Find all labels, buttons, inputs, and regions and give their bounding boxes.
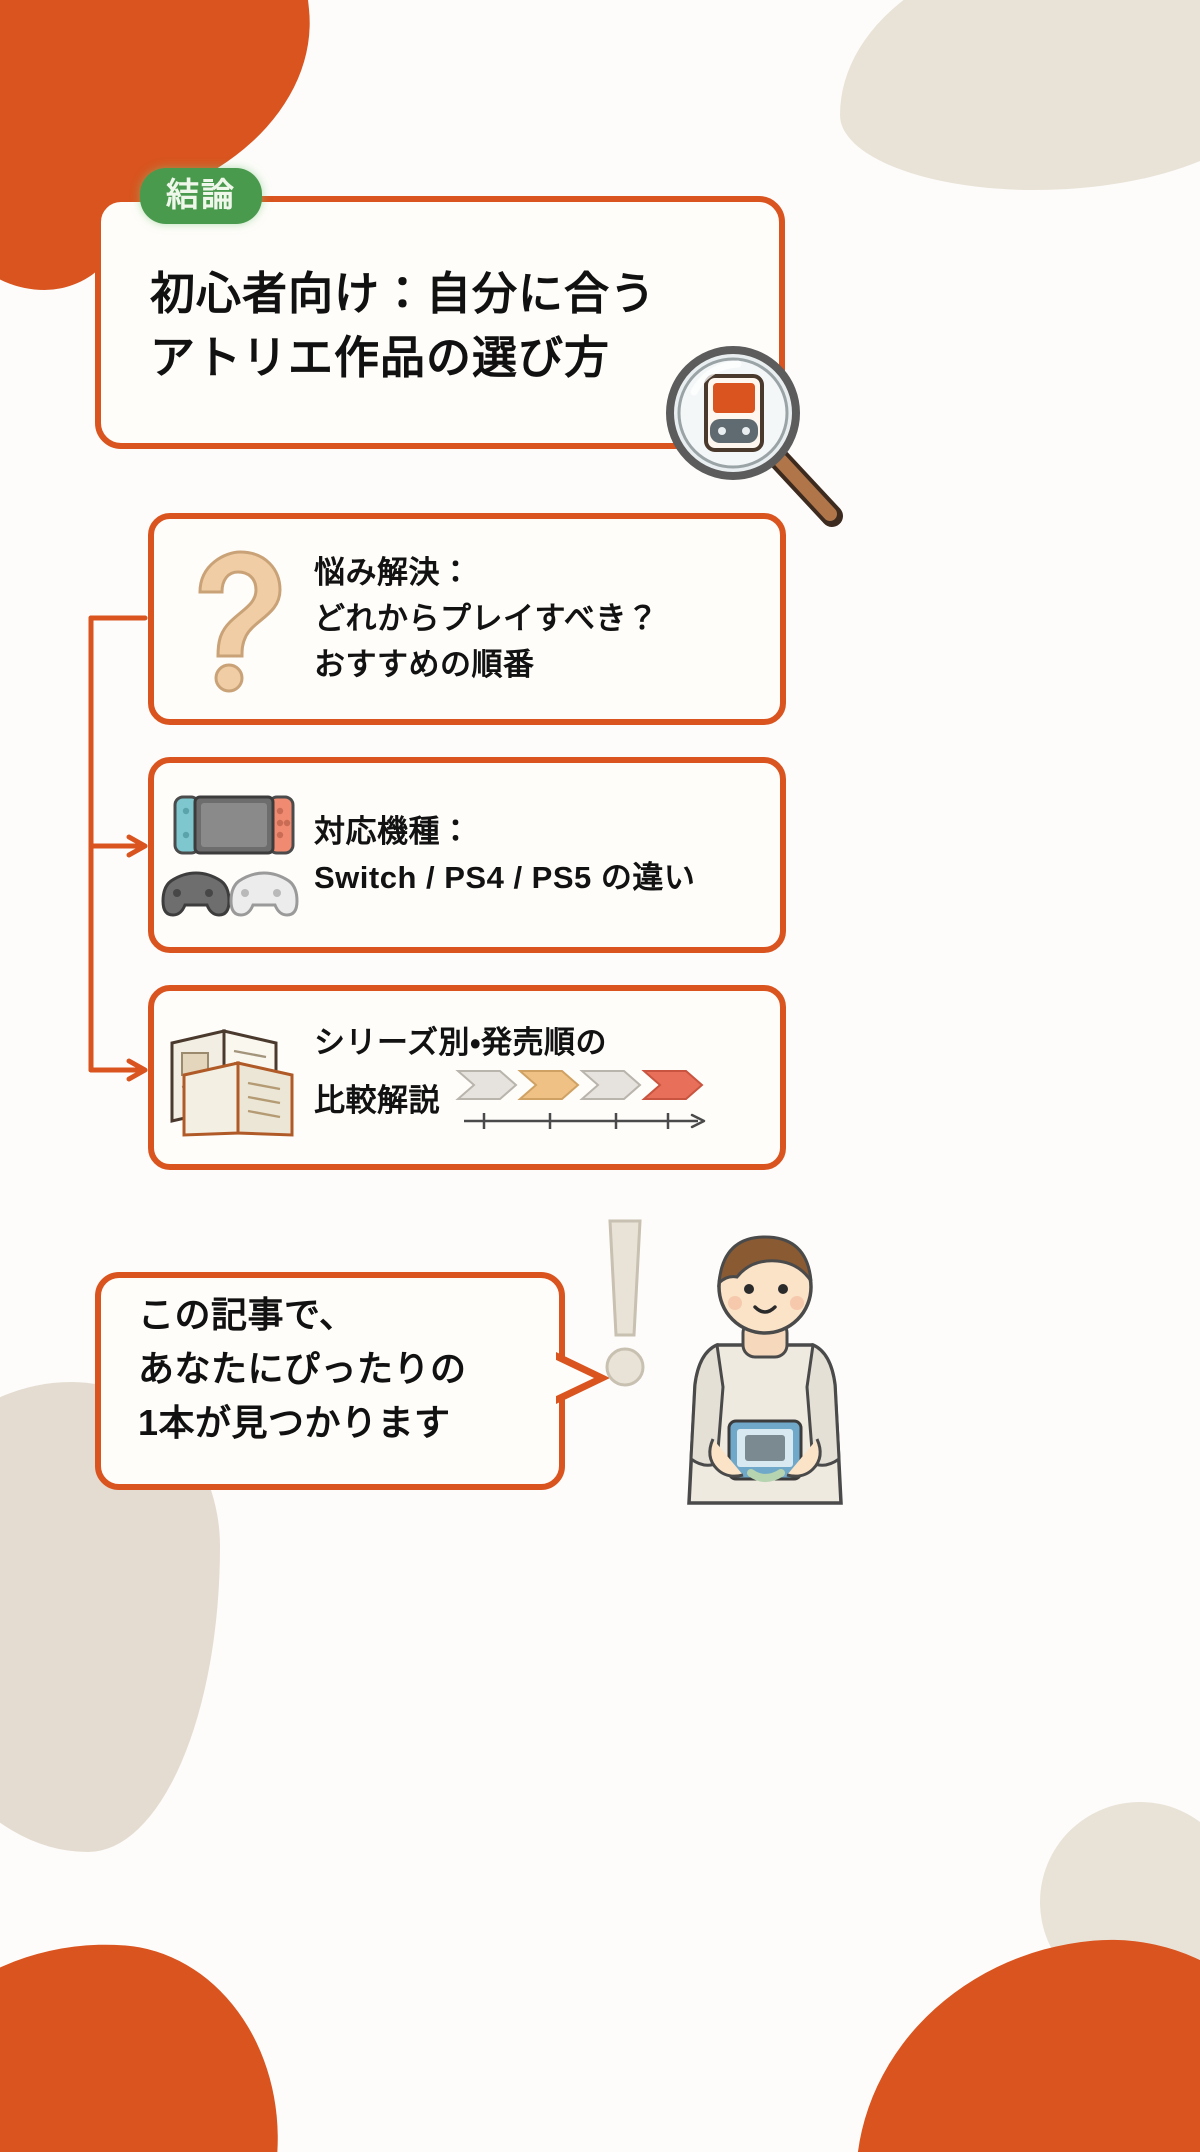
closing-message: この記事で、 あなたにぴったりの 1本が見つかります — [138, 1288, 558, 1450]
magnifier-game-cartridge-icon — [666, 346, 843, 527]
feature-card-2: 対応機種： Switch / PS4 / PS5 の違い — [148, 757, 786, 953]
blob-bottom-right-orange — [836, 1922, 1200, 2152]
page-title: 初心者向け：自分に合う アトリエ作品の選び方 — [150, 262, 710, 390]
closing-message-line-2: あなたにぴったりの — [138, 1348, 467, 1389]
boy-holding-game-console-illustration — [687, 1235, 843, 1505]
feature-card-1-line-2: どれからプレイすべき？ — [314, 601, 659, 637]
feature-card-2-body: 対応機種： Switch / PS4 / PS5 の違い — [314, 809, 780, 901]
release-order-timeline — [455, 1070, 706, 1130]
feature-card-1-line-1: 悩み解決： — [314, 555, 472, 591]
closing-message-line-3: 1本が見つかります — [138, 1402, 451, 1443]
closing-message-line-1: この記事で、 — [138, 1294, 356, 1335]
feature-card-1-body: 悩み解決： どれからプレイすべき？ おすすめの順番 — [314, 550, 780, 688]
feature-card-1-icon-slot — [154, 544, 314, 694]
feature-card-3-body: シリーズ別・発売順の 比較解説 — [314, 1020, 780, 1136]
blob-bottom-right-cream — [1040, 1802, 1200, 2002]
feature-card-1-line-3: おすすめの順番 — [314, 646, 535, 682]
flow-connector-bracket — [88, 615, 148, 1082]
conclusion-badge: 結論 — [140, 168, 262, 224]
feature-card-2-icon-slot — [154, 785, 314, 925]
feature-card-3-icon-slot — [154, 1013, 314, 1143]
open-books-icon — [170, 1028, 293, 1137]
exclamation-mark-icon — [605, 1219, 645, 1387]
feature-card-3: シリーズ別・発売順の 比較解説 — [148, 985, 786, 1170]
switch-console-and-controllers-icon — [161, 795, 299, 917]
blob-top-right-cream — [840, 0, 1200, 190]
feature-card-2-line-2: Switch / PS4 / PS5 の違い — [314, 860, 696, 895]
blob-bottom-left-orange — [0, 1927, 291, 2152]
page-title-line-1: 初心者向け：自分に合う — [150, 268, 657, 319]
feature-card-2-line-1: 対応機種： — [314, 814, 472, 850]
feature-card-1: 悩み解決： どれからプレイすべき？ おすすめの順番 — [148, 513, 786, 725]
conclusion-badge-label: 結論 — [166, 176, 236, 213]
feature-card-3-line-1: シリーズ別・発売順の — [314, 1024, 607, 1060]
speech-bubble-tail-inner — [552, 1358, 594, 1398]
feature-card-3-line-2: 比較解説 — [314, 1082, 440, 1118]
page-title-line-2: アトリエ作品の選び方 — [150, 331, 611, 383]
closing-speech-bubble — [95, 1272, 565, 1490]
question-mark-icon — [198, 550, 282, 693]
